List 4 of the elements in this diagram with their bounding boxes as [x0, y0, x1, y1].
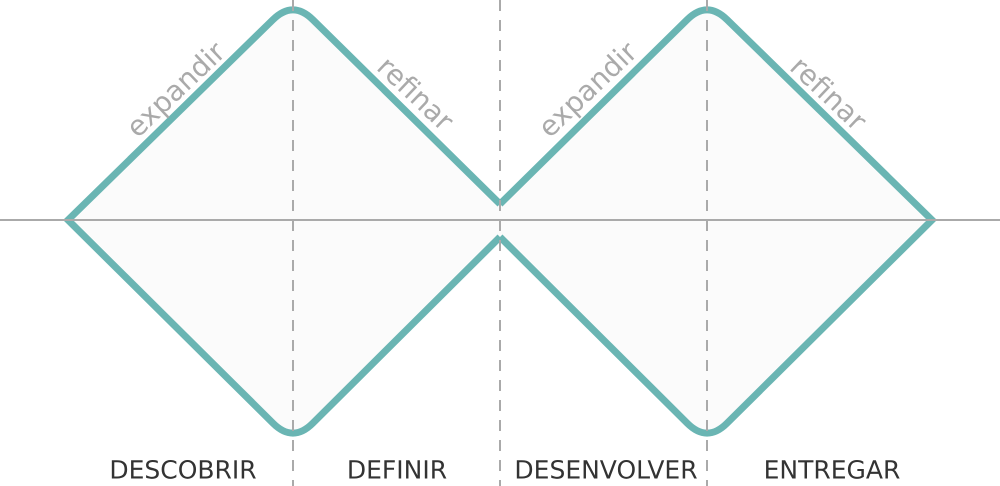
phase-label: ENTREGAR: [764, 458, 900, 482]
phase-label: DESENVOLVER: [514, 458, 698, 482]
phase-label: DEFINIR: [346, 458, 448, 482]
phase-label: DESCOBRIR: [109, 458, 257, 482]
